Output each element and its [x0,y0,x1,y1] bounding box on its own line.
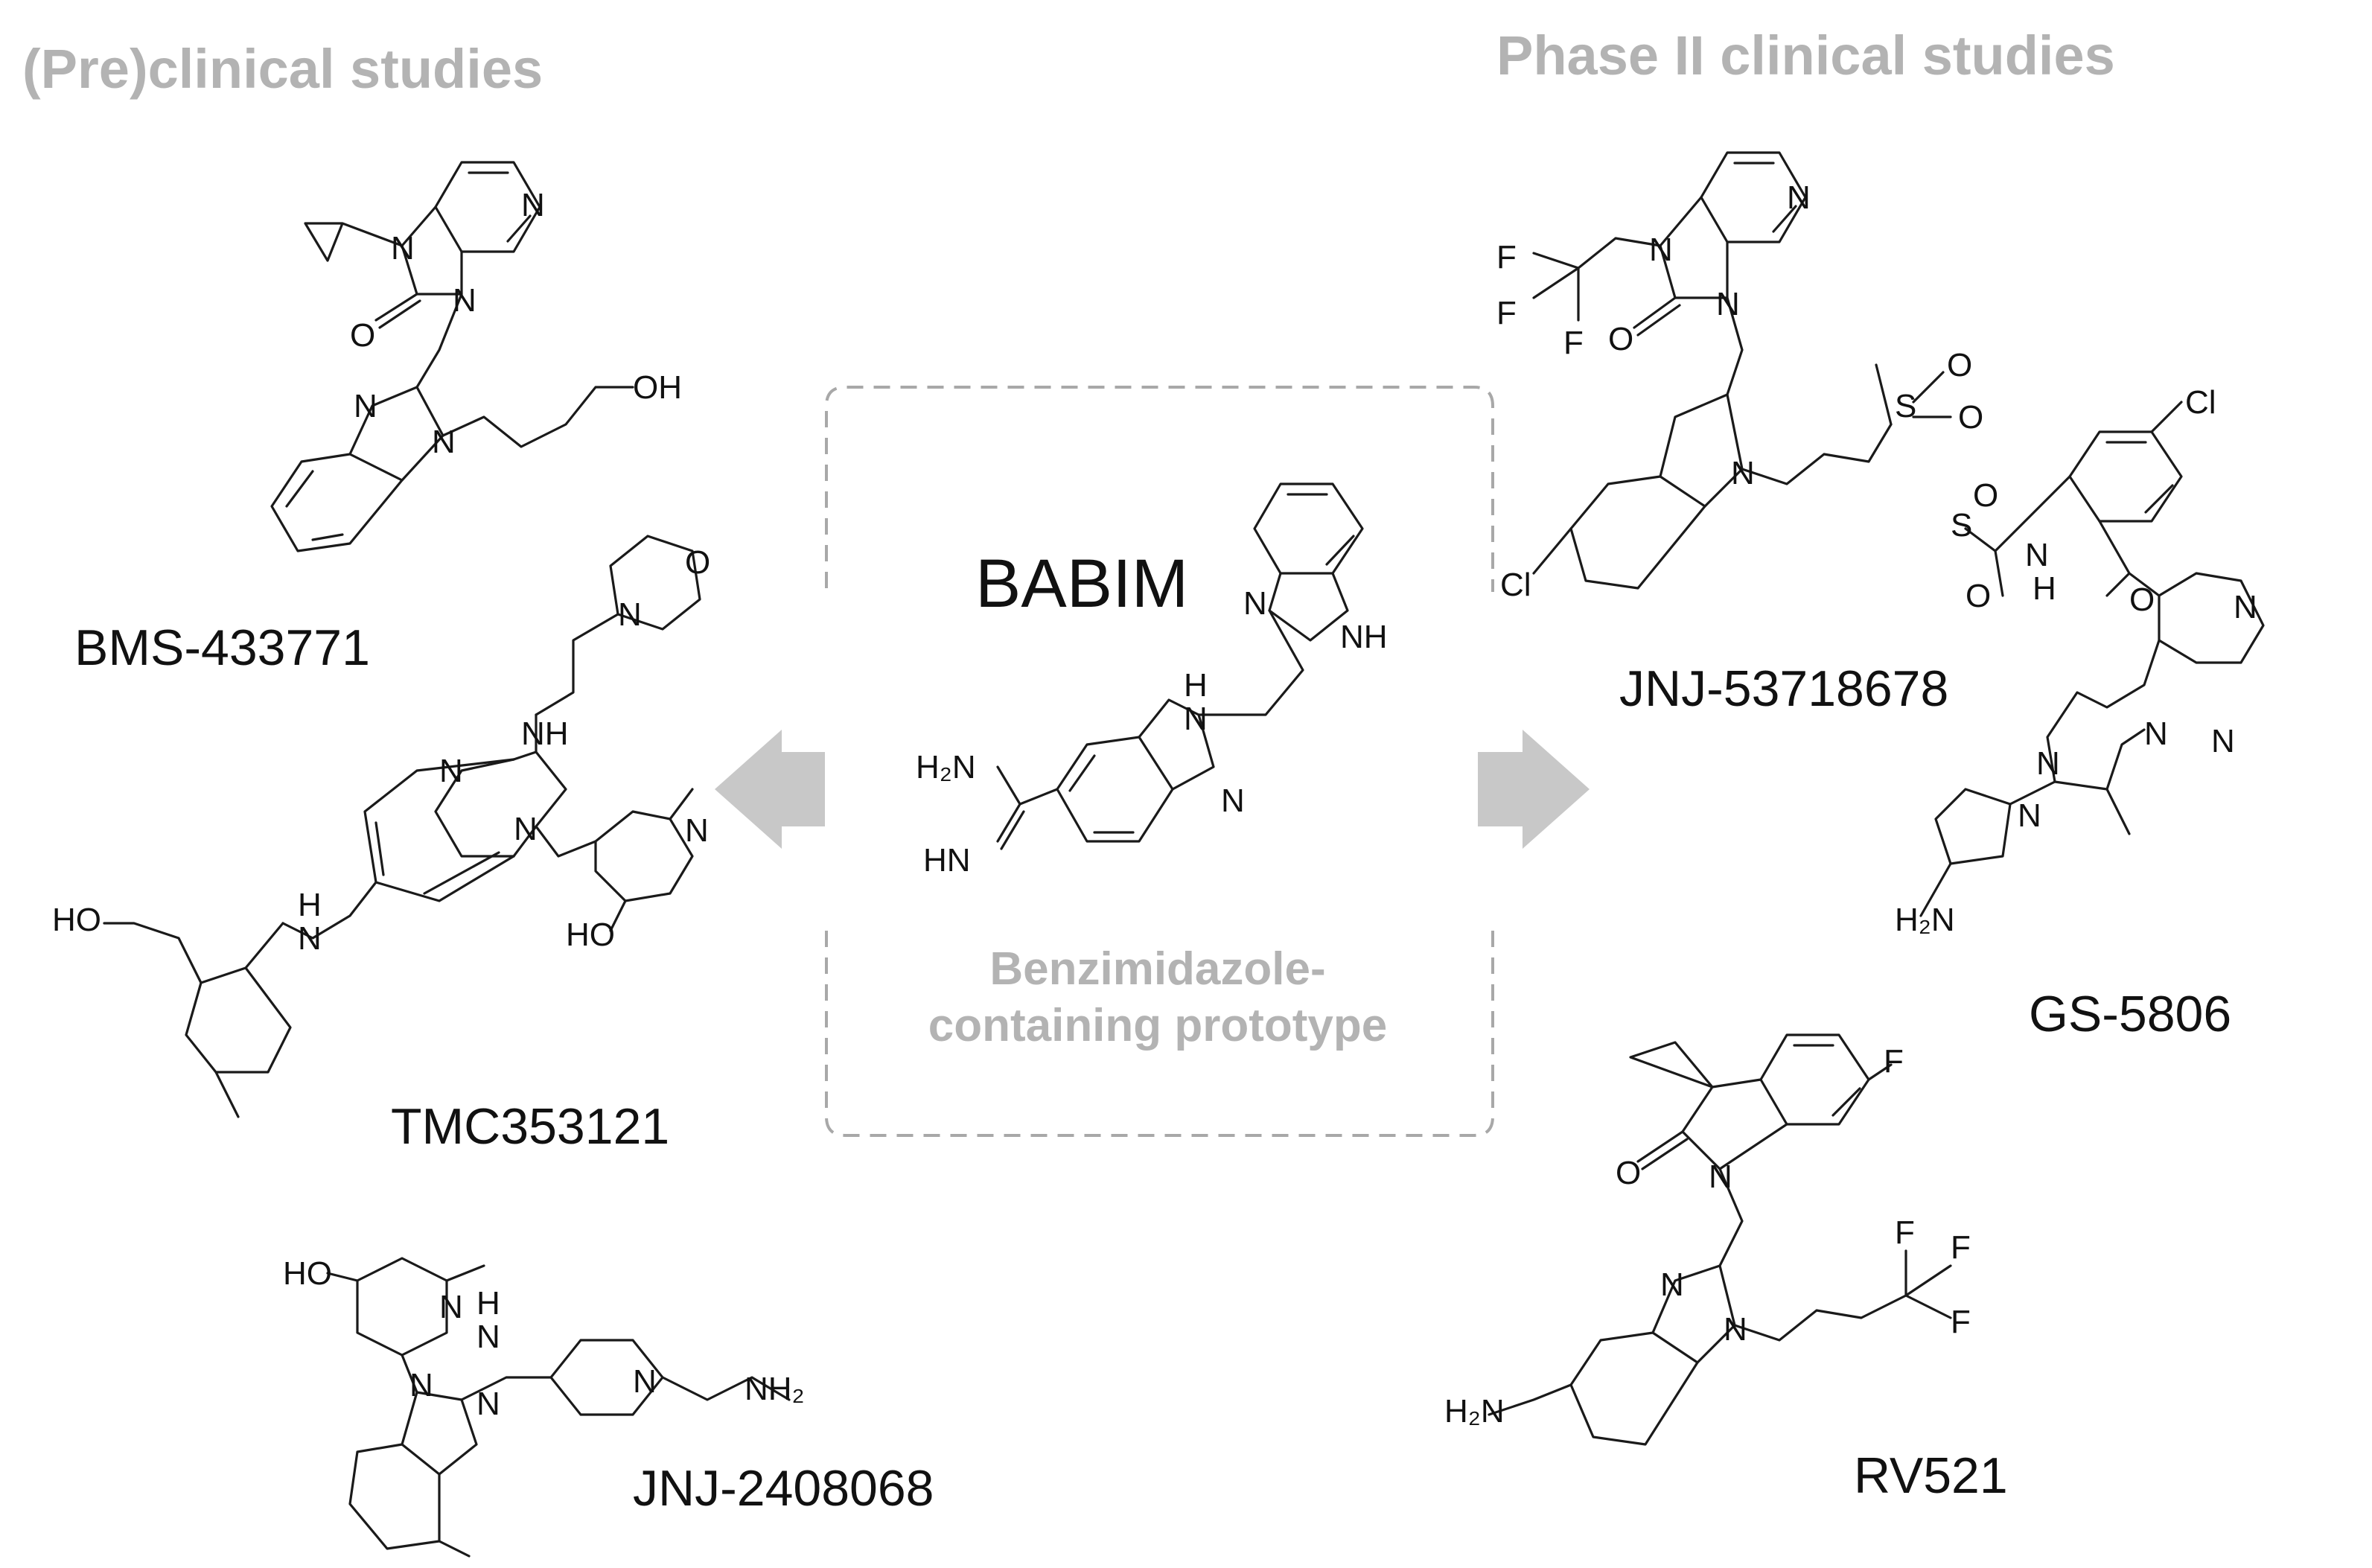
atom-label: H [2033,570,2056,607]
atom-label: N [409,1367,433,1403]
atom-label: F [1895,1214,1915,1251]
atom-label: NH₂ [745,1371,805,1407]
atom-label: O [2129,581,2155,618]
atom-label: H [476,1285,500,1322]
structure-gs-5806: Cl S O O N H O N N N N N H₂N [1895,384,2265,938]
babim-label: BABIM [975,546,1188,622]
atom-label: N [2211,723,2235,759]
atom-label: N [521,187,545,223]
compound-name-bms-433771: BMS-433771 [74,619,370,676]
structure-tmc353121: N O NH N N N HO H N HO [52,535,710,1118]
atom-label: N [439,1289,463,1325]
atom-label: H₂N [1444,1393,1505,1430]
atom-label: S [1895,388,1916,424]
atom-label: N [685,812,709,849]
atom-label: F [1951,1229,1971,1266]
atom-label: N [476,1319,500,1355]
atom-label: N [1184,701,1208,737]
compound-name-jnj-2408068: JNJ-2408068 [633,1460,934,1517]
atom-label: O [1958,399,1983,436]
atom-label: HO [52,902,101,938]
atom-label: H₂N [916,749,976,785]
atom-label: N [618,596,642,633]
prototype-box-top [825,386,1494,592]
atom-label: HN [923,842,971,879]
atom-label: H [1184,667,1208,704]
atom-label: N [1649,232,1673,268]
heading-phase-ii: Phase II clinical studies [1496,25,2115,86]
structure-babim: N NH H N N H₂N HN [916,482,1388,879]
atom-label: O [685,544,710,581]
structure-jnj-2408068: HO N H N N N N NH₂ [283,1255,805,1558]
arrow-left [715,730,825,849]
atom-label: N [1787,179,1811,216]
prototype-caption-line1: Benzimidazole- [989,943,1325,995]
atom-label: N [514,811,538,847]
compound-name-jnj-53718678: JNJ-53718678 [1619,660,1948,717]
atom-label: N [354,388,377,424]
atom-label: Cl [1500,567,1531,603]
atom-label: N [298,920,322,957]
atom-label: N [1716,286,1740,322]
atom-label: F [1951,1304,1971,1340]
atom-label: N [453,282,476,319]
atom-label: N [432,424,456,460]
atom-label: OH [633,369,682,406]
structure-jnj-53718678: N N N O F F F N S O O Cl [1496,151,1983,603]
atom-label: N [1221,783,1245,819]
atom-label: N [2036,745,2060,782]
atom-label: HO [283,1255,332,1292]
atom-label: O [1947,347,1972,383]
atom-label: O [350,317,375,354]
atom-label: HO [566,917,615,953]
heading-preclinical: (Pre)clinical studies [22,38,543,100]
atom-label: N [1660,1266,1684,1303]
atom-label: F [1496,295,1517,331]
atom-label: N [2025,537,2049,573]
atom-label: N [1724,1311,1747,1348]
atom-label: N [1731,455,1755,491]
atom-label: N [1243,585,1267,622]
compound-name-gs-5806: GS-5806 [2029,986,2231,1042]
atom-label: N [2018,797,2041,834]
atom-label: H₂N [1895,902,1955,938]
atom-label: O [1616,1155,1641,1191]
atom-label: S [1951,507,1972,544]
prototype-caption-line2: containing prototype [928,1000,1388,1051]
atom-label: O [1965,578,1991,614]
atom-label: N [1709,1159,1732,1195]
atom-label: Cl [2185,384,2216,421]
structure-bms-433771: N N N O N N OH [270,161,682,552]
atom-label: N [2234,589,2257,625]
compound-name-rv521: RV521 [1854,1447,2008,1504]
atom-label: N [633,1363,657,1400]
arrow-right [1478,730,1590,849]
atom-label: F [1884,1043,1904,1080]
atom-label: N [476,1386,500,1422]
prototype-box-bottom [825,931,1494,1137]
atom-label: F [1563,325,1584,361]
atom-label: N [2144,716,2168,752]
atom-label: NH [1340,619,1388,655]
atom-label: F [1496,239,1517,275]
atom-label: N [391,230,415,267]
atom-label: NH [521,716,569,752]
atom-label: O [1973,477,1998,514]
atom-label: O [1608,321,1633,357]
compound-name-tmc353121: TMC353121 [391,1098,669,1155]
atom-label: H [298,887,322,923]
atom-label: N [439,753,463,789]
structure-rv521: F O N N N F F F H₂N [1444,1033,1971,1446]
